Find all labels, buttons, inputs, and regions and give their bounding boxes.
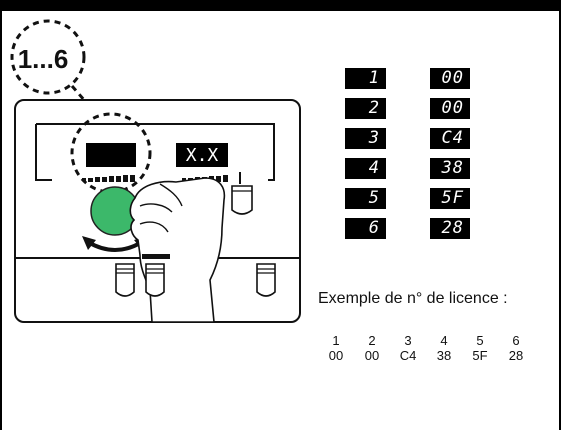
example-index: 2 — [368, 333, 376, 348]
example-index: 5 — [476, 333, 484, 348]
display-index-4: 4 — [345, 158, 386, 179]
callout-label: 1...6 — [18, 44, 69, 74]
display-index-1: 1 — [345, 68, 386, 89]
example-value: C4 — [399, 348, 417, 363]
button-right-upper — [231, 185, 253, 215]
right-border — [559, 0, 561, 430]
display-window — [35, 123, 275, 181]
level-indicator-left — [82, 175, 135, 182]
display-value-6: 28 — [430, 218, 470, 239]
display-index-5: 5 — [345, 188, 386, 209]
example-value-row: 00 00 C4 38 5F 28 — [318, 348, 534, 363]
button-bar — [142, 254, 170, 259]
example-index: 1 — [332, 333, 340, 348]
top-border — [0, 0, 561, 11]
display-index-3: 3 — [345, 128, 386, 149]
example-caption: Exemple de n° de licence : — [318, 290, 508, 307]
display-value-1: 00 — [430, 68, 470, 89]
example-value: 00 — [328, 348, 344, 363]
display-value-2: 00 — [430, 98, 470, 119]
display-index-2: 2 — [345, 98, 386, 119]
example-index: 3 — [404, 333, 412, 348]
display-index-6: 6 — [345, 218, 386, 239]
button-bottom-1 — [115, 263, 135, 297]
callout-circle — [10, 19, 86, 95]
display-value-5: 5F — [430, 188, 470, 209]
right-display-text: X.X — [186, 145, 219, 166]
example-value: 5F — [472, 348, 488, 363]
example-index-row: 1 2 3 4 5 6 — [318, 333, 534, 348]
left-display — [86, 143, 136, 167]
button-bottom-3 — [256, 263, 276, 297]
example-index: 4 — [440, 333, 448, 348]
display-value-3: C4 — [430, 128, 470, 149]
button-bottom-2 — [145, 263, 165, 297]
example-value: 38 — [436, 348, 452, 363]
display-value-4: 38 — [430, 158, 470, 179]
example-value: 00 — [364, 348, 380, 363]
focus-circle — [70, 112, 152, 194]
example-index: 6 — [512, 333, 520, 348]
example-value: 28 — [508, 348, 524, 363]
left-border — [0, 0, 2, 430]
right-display — [176, 143, 228, 167]
device-illustration: 1...6 X.X — [10, 19, 301, 323]
